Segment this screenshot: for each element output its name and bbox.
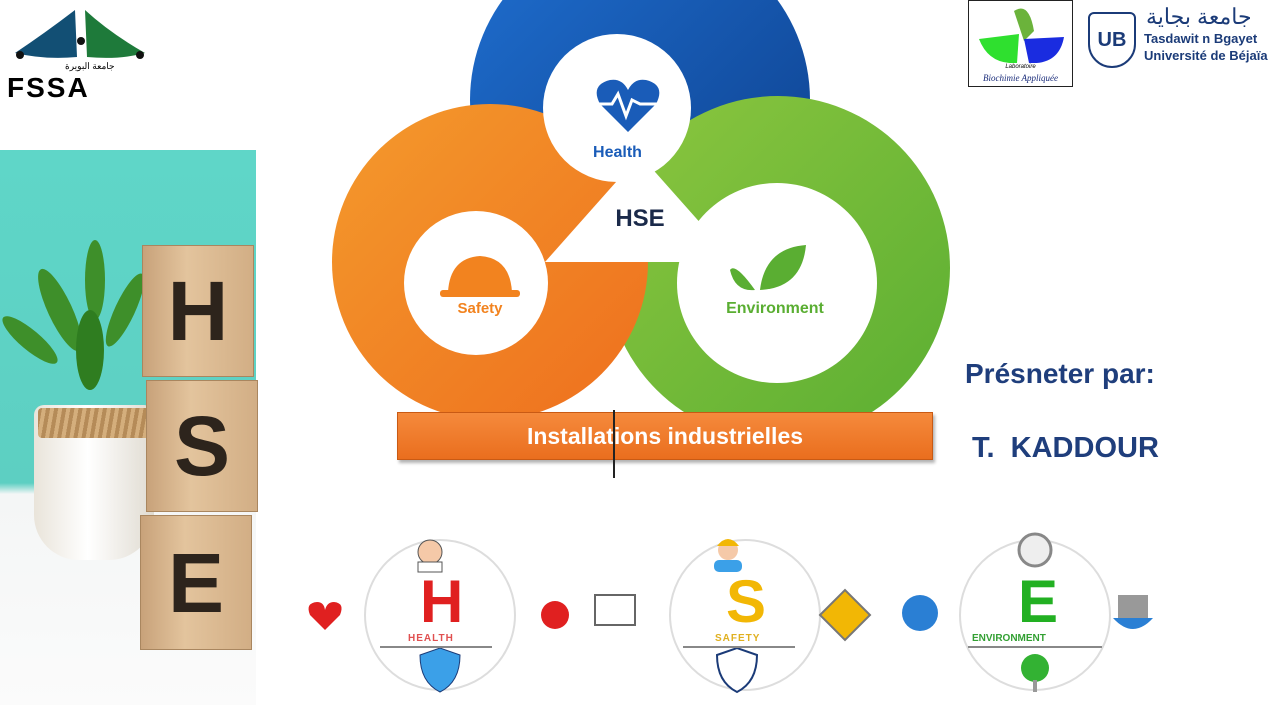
eco-gear-icon <box>1017 532 1053 568</box>
university-arabic: جامعة بجاية <box>1146 4 1252 29</box>
heart-pulse-icon <box>596 79 660 132</box>
shield-check-icon <box>715 646 759 694</box>
health-letter: H <box>420 568 464 635</box>
arrow-connector <box>613 410 615 478</box>
university-logo: UB جامعة بجاية Tasdawit n Bgayet Univers… <box>1088 4 1273 72</box>
shield-cross-icon <box>419 647 461 693</box>
lab-line2: Biochimie Appliquée <box>982 73 1059 83</box>
block-s: S <box>146 380 258 512</box>
presenter-label: Présneter par: <box>965 358 1155 389</box>
hse-blocks-photo: H S E <box>0 150 258 705</box>
laptop-lock-icon <box>594 594 636 626</box>
safety-letter: S <box>726 568 767 635</box>
safety-label: Safety <box>457 300 503 317</box>
apple-icon <box>541 601 569 629</box>
warning-sign-icon <box>818 588 872 642</box>
pot-rope <box>38 408 150 438</box>
lab-logo: Laboratoire Biochimie Appliquée <box>968 0 1073 87</box>
hse-infographic: H HEALTH S SAFETY E ENVIRONMENT <box>280 530 1200 700</box>
environment-label: Environment <box>726 300 824 317</box>
ub-mark: UB <box>1097 28 1127 51</box>
hard-hat-icon <box>448 256 512 292</box>
block-e: E <box>140 515 252 650</box>
plant-icon <box>2 240 145 390</box>
fssa-emblem-icon <box>15 10 145 59</box>
lab-line1: Laboratoire <box>1005 64 1036 70</box>
safety-word: SAFETY <box>715 633 761 644</box>
hse-center-label: HSE <box>615 205 665 232</box>
heart-hands-icon <box>308 602 342 630</box>
leaves-icon <box>730 245 806 291</box>
ub-shield-icon: UB <box>1088 12 1136 68</box>
capsules-icon <box>979 8 1064 64</box>
health-word: HEALTH <box>408 633 454 644</box>
environment-letter: E <box>1018 568 1059 635</box>
worker-icon <box>714 539 742 572</box>
fssa-logo: جامعة البويرة FSSA <box>5 5 155 103</box>
university-line2: Université de Béjaïa <box>1144 48 1268 63</box>
tree-icon <box>1021 654 1049 692</box>
health-label: Health <box>593 144 642 161</box>
infographic-icons <box>308 532 1153 694</box>
fssa-arabic: جامعة البويرة <box>65 61 115 71</box>
hse-venn-diagram <box>332 0 950 420</box>
presenter-name: T. KADDOUR <box>972 432 1159 464</box>
nurse-icon <box>417 539 443 573</box>
center-triangle <box>545 155 735 262</box>
title-bar: Installations industrielles <box>397 412 933 460</box>
block-h: H <box>142 245 254 377</box>
university-line1: Tasdawit n Bgayet <box>1144 31 1258 46</box>
fssa-text: FSSA <box>7 72 90 103</box>
city-globe-icon <box>1113 595 1153 629</box>
environment-word: ENVIRONMENT <box>972 633 1046 644</box>
globe-icon <box>902 595 938 631</box>
